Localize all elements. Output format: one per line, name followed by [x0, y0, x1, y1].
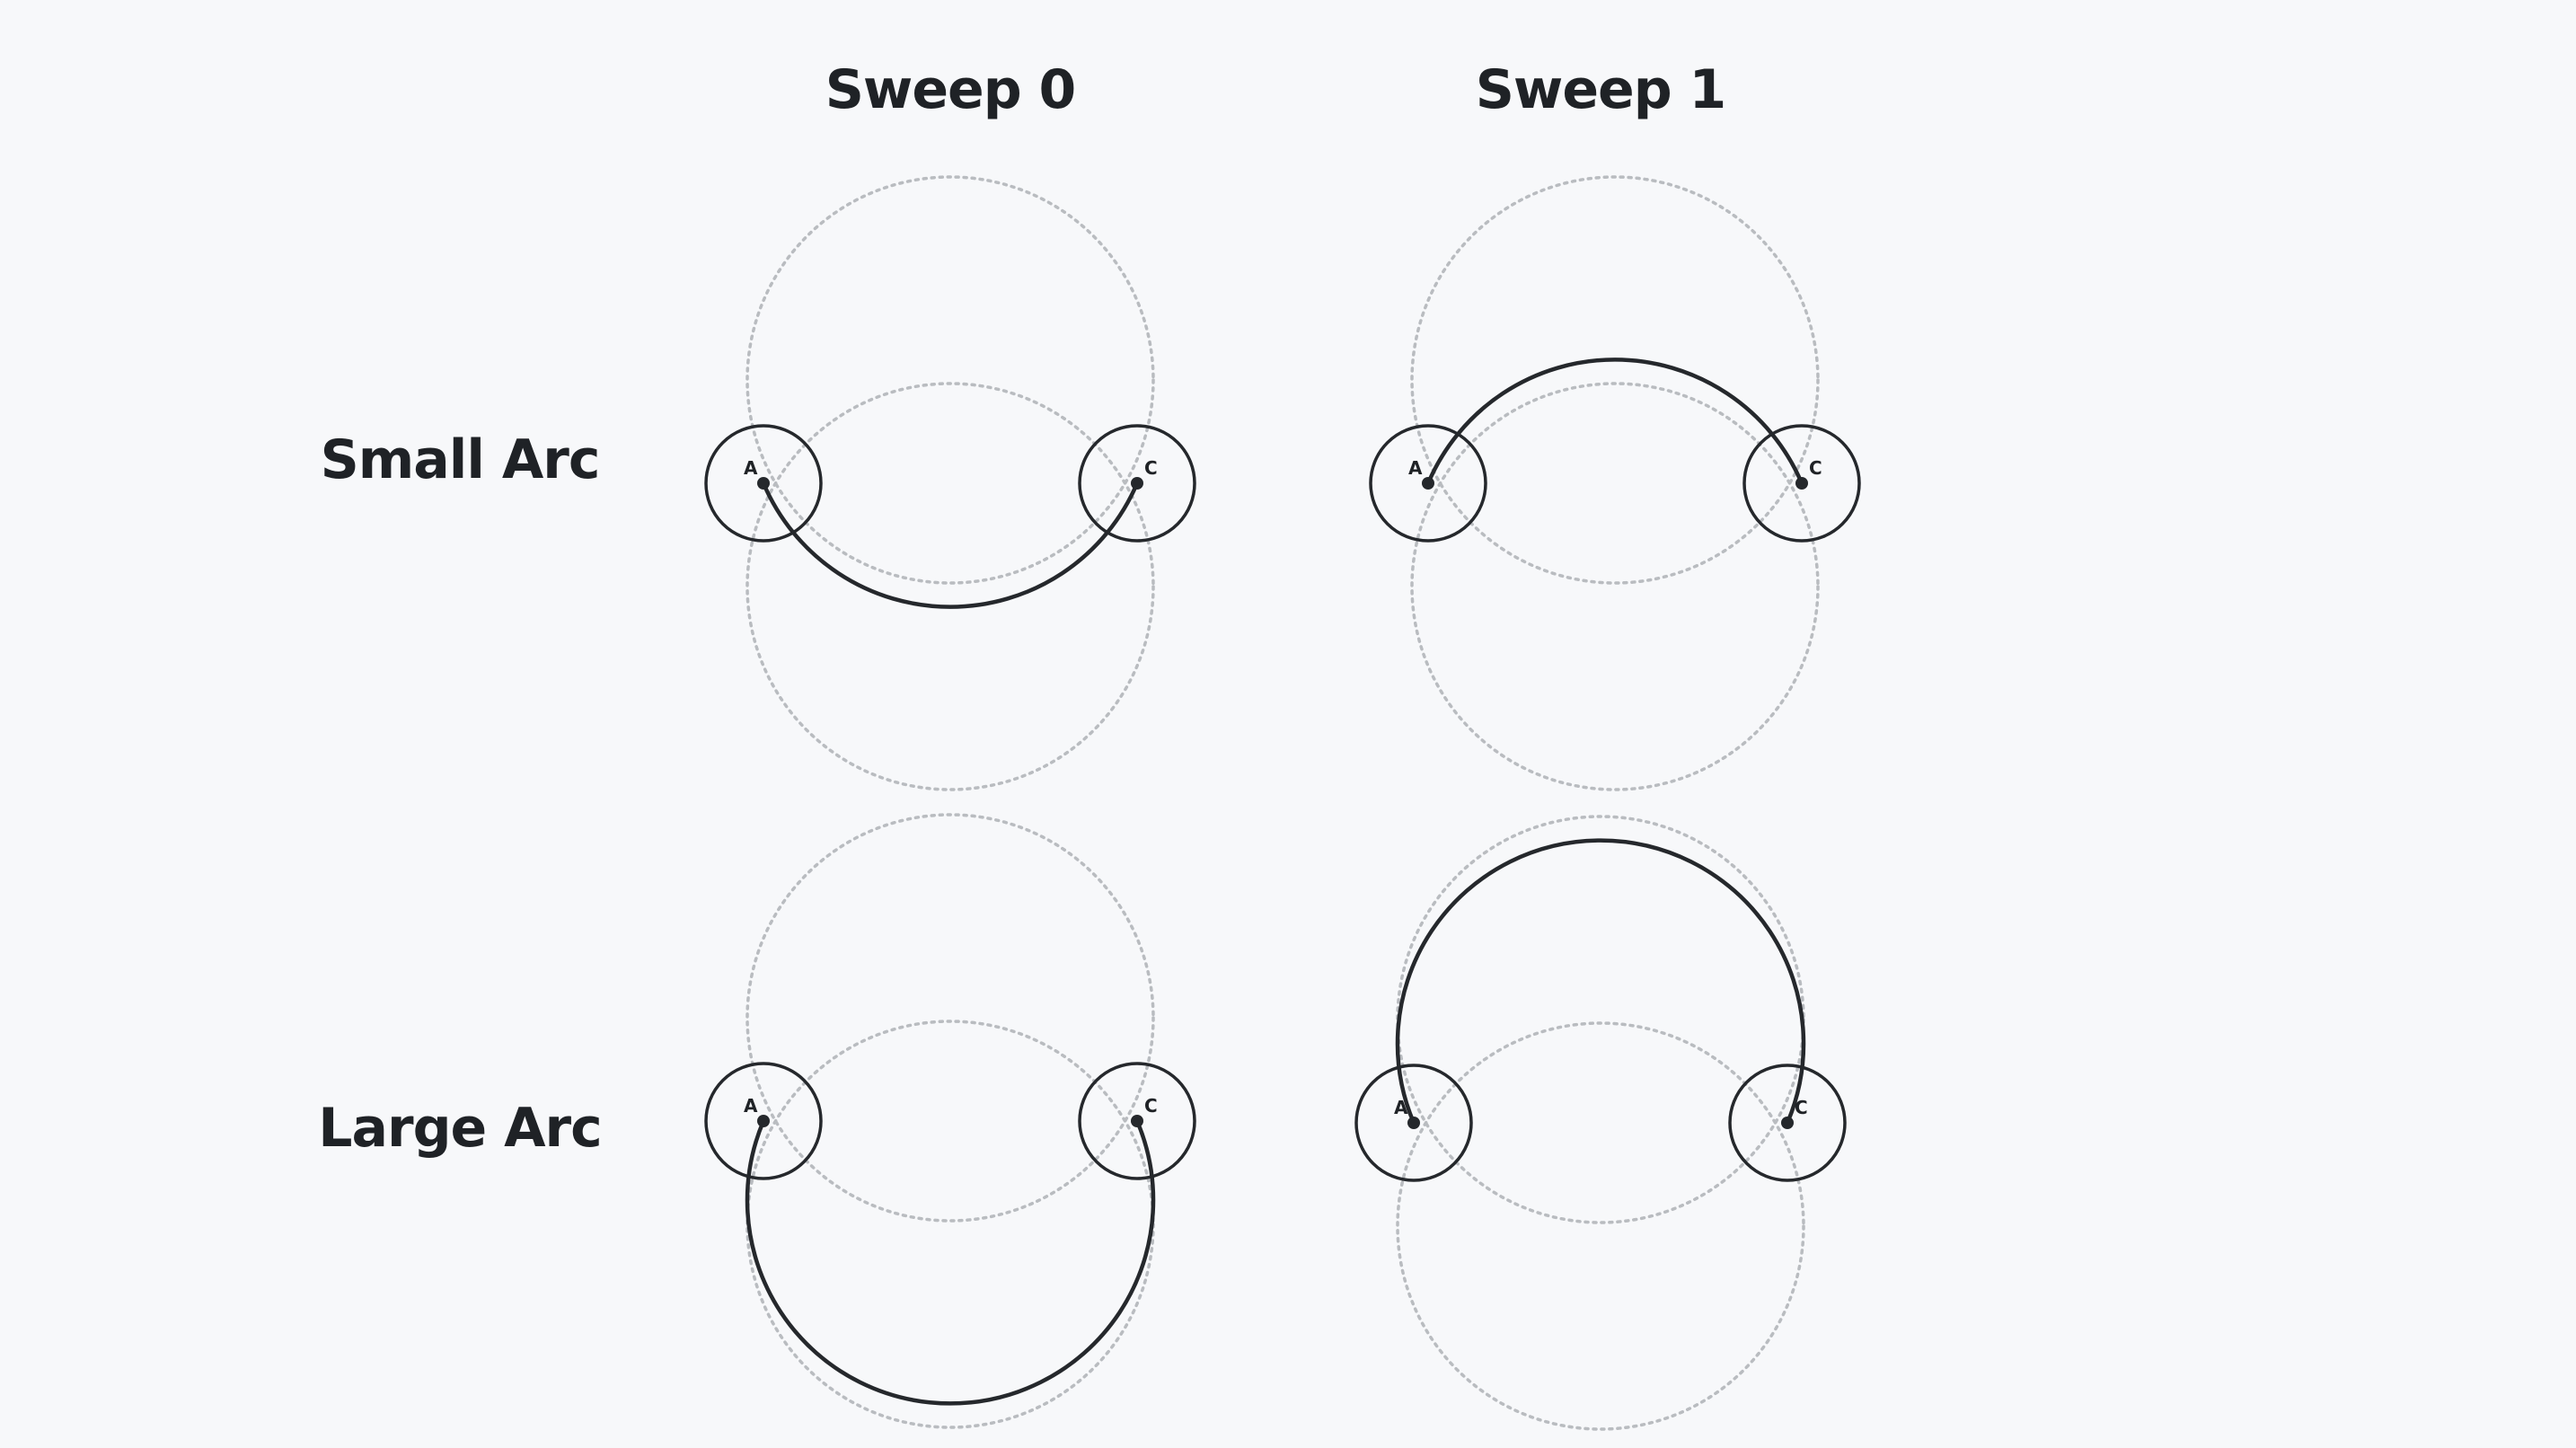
end-point-ring — [1728, 1064, 1847, 1182]
start-point-label: A — [1408, 457, 1423, 479]
arc-path — [1395, 838, 1806, 1126]
start-point-ring — [1369, 424, 1487, 543]
guide-ellipse-upper — [1410, 175, 1820, 585]
end-point-label: C — [1144, 457, 1158, 479]
arc-path — [1425, 358, 1804, 486]
guide-ellipse-lower — [1396, 1021, 1805, 1431]
guide-ellipse-lower — [1410, 382, 1820, 791]
column-heading-sweep-1: Sweep 1 — [1475, 58, 1727, 121]
end-point-dot — [1131, 1115, 1143, 1127]
end-point-dot — [1131, 477, 1143, 490]
arc-path — [761, 481, 1140, 609]
start-point-dot — [1407, 1117, 1420, 1129]
start-point-dot — [757, 477, 770, 490]
end-point-ring — [1742, 424, 1861, 543]
start-point-dot — [757, 1115, 770, 1127]
start-point-ring — [704, 1062, 823, 1180]
guide-ellipse-upper — [745, 175, 1155, 585]
end-point-ring — [1078, 424, 1196, 543]
end-point-dot — [1781, 1117, 1794, 1129]
start-point-label: A — [1394, 1097, 1408, 1118]
guide-ellipse-upper — [745, 813, 1155, 1223]
guide-ellipse-lower — [745, 1020, 1155, 1429]
start-point-label: A — [744, 1095, 758, 1117]
arc-path — [745, 1118, 1156, 1406]
row-heading-small-arc: Small Arc — [320, 428, 601, 491]
column-heading-sweep-0: Sweep 0 — [825, 58, 1077, 121]
start-point-ring — [1354, 1064, 1473, 1182]
end-point-dot — [1795, 477, 1808, 490]
end-point-label: C — [1809, 457, 1822, 479]
end-point-label: C — [1144, 1095, 1158, 1117]
start-point-dot — [1422, 477, 1434, 490]
row-heading-large-arc: Large Arc — [318, 1097, 602, 1160]
start-point-ring — [704, 424, 823, 543]
guide-ellipse-lower — [745, 382, 1155, 791]
end-point-ring — [1078, 1062, 1196, 1180]
guide-ellipse-upper — [1396, 815, 1805, 1224]
end-point-label: C — [1795, 1097, 1808, 1118]
start-point-label: A — [744, 457, 758, 479]
